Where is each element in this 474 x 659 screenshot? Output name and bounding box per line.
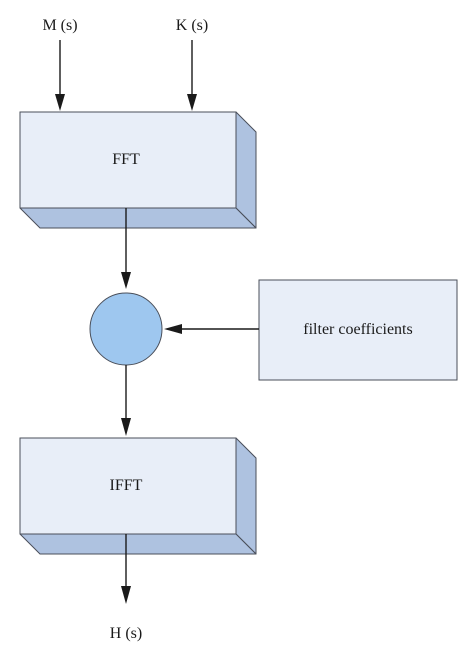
ifft-label: IFFT: [110, 477, 143, 494]
input-label-k: K (s): [176, 17, 208, 34]
ifft-block-bottom: [19, 533, 257, 555]
input-label-m: M (s): [42, 17, 77, 34]
filter-coefficients-label: filter coefficients: [303, 321, 412, 338]
multiply-node: [89, 292, 163, 366]
arrow-m-to-fft: [55, 40, 65, 111]
ifft-block-face: [19, 437, 237, 535]
arrow-filter-to-node: [164, 324, 259, 334]
fft-block-bottom: [19, 207, 257, 229]
fft-block: FFT: [19, 111, 257, 229]
arrow-ifft-to-output: [121, 534, 131, 604]
filter-coefficients-face: [258, 279, 458, 381]
arrow-node-to-ifft: [121, 365, 131, 436]
ifft-block: IFFT: [19, 437, 257, 555]
arrow-fft-to-node: [121, 208, 131, 289]
fft-block-face: [19, 111, 237, 209]
arrow-k-to-fft: [187, 40, 197, 111]
output-label-h: H (s): [110, 625, 142, 642]
filter-coefficients-block: filter coefficients: [258, 279, 458, 381]
fft-label: FFT: [112, 151, 140, 168]
